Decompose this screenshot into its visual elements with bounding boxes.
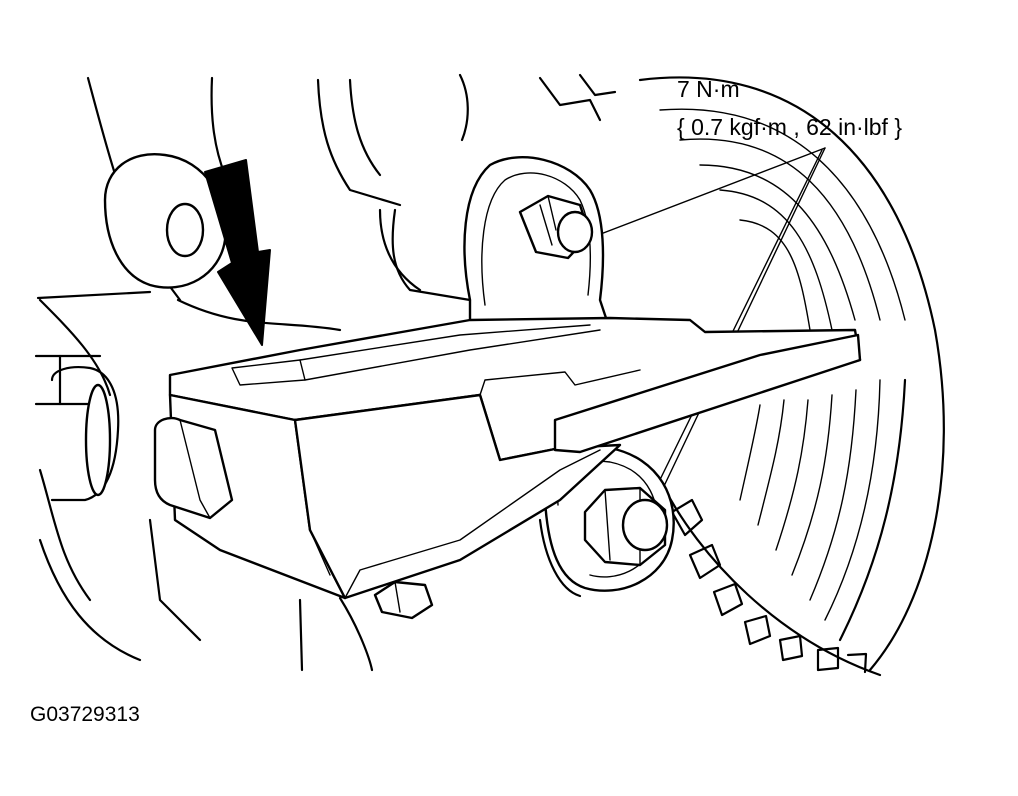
- figure-id: G03729313: [30, 703, 140, 726]
- crankshaft-position-sensor: [153, 316, 862, 600]
- small-bolt-icon: [373, 580, 434, 620]
- torque-value-nm: 7 N·m: [677, 76, 740, 102]
- crankshaft-pulley: [638, 76, 945, 677]
- down-arrow-icon: [204, 159, 271, 346]
- upper-bolt-icon: [518, 194, 594, 260]
- torque-value-alt: { 0.7 kgf·m , 62 in·lbf }: [677, 114, 903, 140]
- lower-bolt-icon: [583, 486, 669, 567]
- left-mounting-boss: [50, 153, 227, 502]
- leader-lines: [584, 147, 826, 506]
